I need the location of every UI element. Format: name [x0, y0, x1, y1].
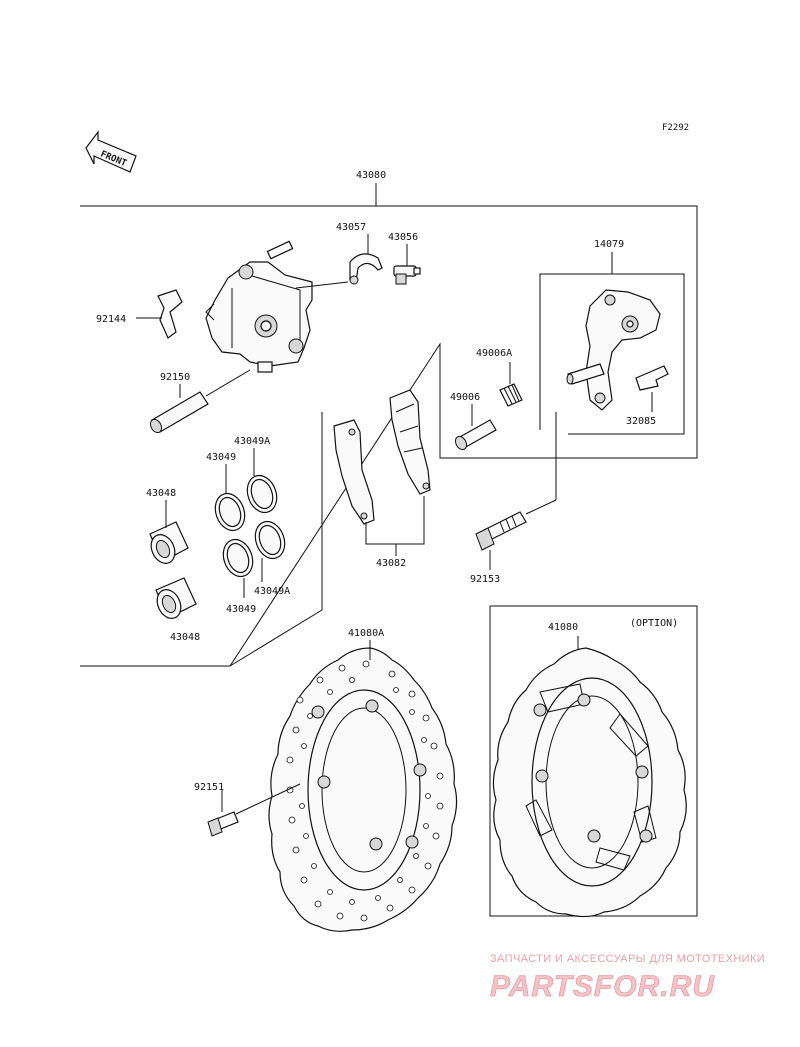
label-43049a-bottom: 43049A — [254, 586, 290, 597]
label-92150: 92150 — [160, 372, 190, 383]
mounting-bolt-icon — [475, 511, 527, 551]
slide-pin-icon — [454, 419, 497, 451]
front-arrow-icon: FRONT — [85, 130, 137, 173]
bleeder-valve-icon — [393, 265, 421, 285]
label-14079: 14079 — [594, 239, 624, 250]
pad-bracket-43082 — [229, 412, 323, 667]
dust-seal-icon — [214, 492, 246, 532]
caliper-body-icon — [205, 240, 313, 373]
brake-disc-petal-icon — [268, 647, 458, 932]
pad-pin-icon — [149, 391, 209, 434]
label-32085: 32085 — [626, 416, 656, 427]
label-43056: 43056 — [388, 232, 418, 243]
label-43082: 43082 — [376, 558, 406, 569]
brake-disc-option-icon — [492, 647, 687, 918]
bleeder-cap-icon — [349, 253, 383, 285]
assembly-bracket-14079 — [539, 252, 685, 435]
label-41080: 41080 — [548, 622, 578, 633]
label-43080: 43080 — [356, 170, 386, 181]
label-43049-top: 43049 — [206, 452, 236, 463]
brake-pad-icon — [389, 389, 431, 495]
dust-seal-icon — [222, 538, 254, 578]
label-49006a: 49006A — [476, 348, 512, 359]
reference-code: F2292 — [662, 123, 689, 133]
label-43048-top: 43048 — [146, 488, 176, 499]
label-41080a: 41080A — [348, 628, 384, 639]
option-bracket — [489, 605, 698, 917]
label-92153: 92153 — [470, 574, 500, 585]
label-92151: 92151 — [194, 782, 224, 793]
disc-bolt-icon — [207, 811, 239, 837]
option-label: (OPTION) — [630, 618, 678, 629]
label-43048-bottom: 43048 — [170, 632, 200, 643]
label-43049-bottom: 43049 — [226, 604, 256, 615]
brake-pad-icon — [333, 419, 375, 525]
piston-seal-icon — [254, 520, 286, 560]
label-92144: 92144 — [96, 314, 126, 325]
pad-spring-icon — [157, 289, 183, 339]
label-43049a-top: 43049A — [234, 436, 270, 447]
watermark: ЗАПЧАСТИ И АКСЕССУАРЫ ДЛЯ МОТОТЕХНИКИ PA… — [490, 953, 765, 1003]
caliper-bracket-icon — [566, 289, 661, 411]
pad-clip-icon — [635, 365, 669, 391]
watermark-tagline: ЗАПЧАСТИ И АКСЕССУАРЫ ДЛЯ МОТОТЕХНИКИ — [490, 953, 765, 965]
watermark-brand: PARTSFOR.RU — [490, 970, 715, 1003]
piston-icon — [149, 521, 189, 564]
piston-seal-icon — [246, 474, 278, 514]
label-43057: 43057 — [336, 222, 366, 233]
label-49006: 49006 — [450, 392, 480, 403]
pin-boot-icon — [499, 383, 523, 407]
piston-icon — [155, 577, 197, 619]
